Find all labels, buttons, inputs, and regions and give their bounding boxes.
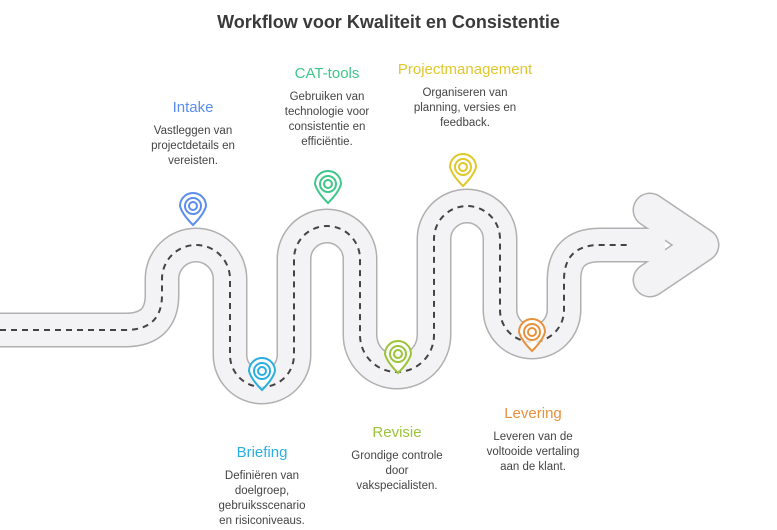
road [0, 188, 720, 405]
step-title: Revisie [372, 424, 422, 441]
step-projectmanagement: Projectmanagement Organiseren van planni… [390, 61, 540, 131]
step-cat-tools: CAT-tools Gebruiken van technologie voor… [252, 65, 402, 150]
step-description: Definiëren van doelgroep, gebruiksscenar… [218, 470, 306, 527]
diagram-title: Workflow voor Kwaliteit en Consistentie [217, 12, 560, 32]
step-description: Grondige controle door vakspecialisten. [351, 450, 443, 492]
step-description: Leveren van de voltooide vertaling aan d… [486, 431, 580, 473]
location-pin-icon [517, 318, 547, 353]
step-briefing: Briefing Definiëren van doelgroep, gebru… [187, 444, 337, 529]
step-description: Gebruiken van technologie voor consisten… [284, 91, 370, 148]
location-pin-icon [313, 170, 343, 205]
location-pin-icon [178, 192, 208, 227]
step-title: Intake [172, 99, 214, 116]
location-pin-icon [448, 153, 478, 188]
location-pin-icon [247, 357, 277, 392]
step-title: Briefing [236, 444, 288, 461]
step-intake: Intake Vastleggen van projectdetails en … [118, 99, 268, 169]
location-pin-icon [383, 340, 413, 375]
step-description: Vastleggen van projectdetails en vereist… [151, 125, 235, 167]
step-description: Organiseren van planning, versies en fee… [413, 87, 517, 129]
step-title: Levering [504, 405, 562, 422]
step-title: Projectmanagement [397, 61, 533, 78]
step-levering: Levering Leveren van de voltooide vertal… [458, 405, 608, 475]
step-title: CAT-tools [294, 65, 360, 82]
step-revisie: Revisie Grondige controle door vakspecia… [322, 424, 472, 494]
